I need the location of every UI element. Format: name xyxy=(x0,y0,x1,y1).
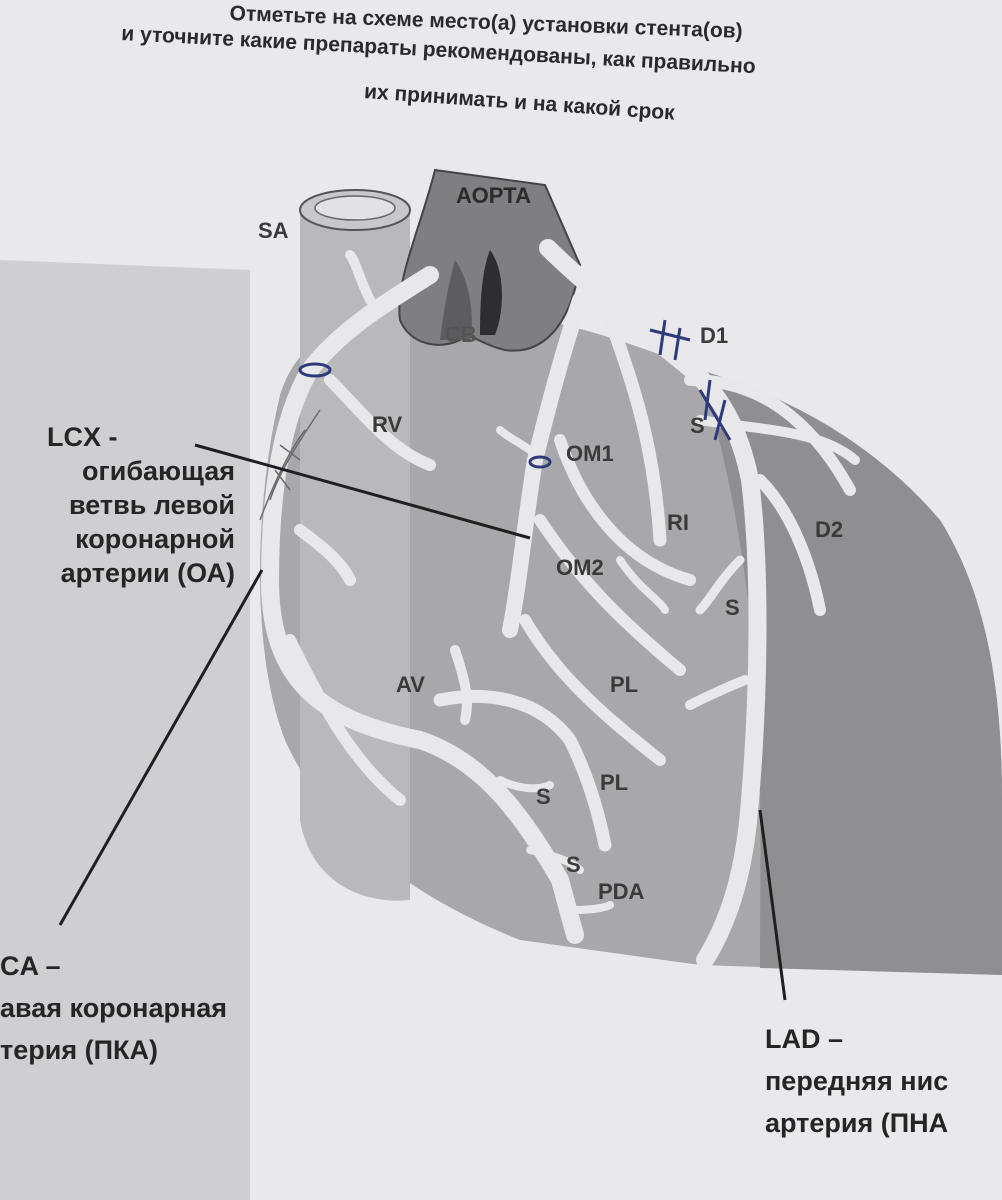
label-d2: D2 xyxy=(815,517,843,543)
label-d1: D1 xyxy=(700,323,728,349)
label-cb: CB xyxy=(445,322,477,348)
label-av: AV xyxy=(396,672,425,698)
callout-rca-line-1: CA – xyxy=(0,945,227,987)
callout-lcx-line-4: коронарной xyxy=(35,522,235,556)
label-sa: SA xyxy=(258,218,289,244)
label-ri: RI xyxy=(667,510,689,536)
label-om1: OM1 xyxy=(566,441,614,467)
callout-lcx-line-3: ветвь левой xyxy=(35,488,235,522)
callout-lad-line-1: LAD – xyxy=(765,1018,948,1060)
callout-lad: LAD – передняя нис артерия (ПНА xyxy=(765,1018,948,1144)
vena-cava-lumen xyxy=(315,196,395,220)
callout-lcx: LCX - огибающая ветвь левой коронарной а… xyxy=(35,420,235,590)
callout-lcx-line-2: огибающая xyxy=(35,454,235,488)
label-s-3: S xyxy=(536,784,551,810)
label-pda: PDA xyxy=(598,879,644,905)
label-s-4: S xyxy=(566,852,581,878)
callout-rca-line-3: терия (ПКА) xyxy=(0,1029,227,1071)
label-rv: RV xyxy=(372,412,402,438)
label-pl-1: PL xyxy=(610,672,638,698)
label-pl-2: PL xyxy=(600,770,628,796)
callout-lad-line-3: артерия (ПНА xyxy=(765,1102,948,1144)
callout-rca: CA – авая коронарная терия (ПКА) xyxy=(0,945,227,1071)
label-s-1: S xyxy=(690,413,705,439)
callout-rca-line-2: авая коронарная xyxy=(0,987,227,1029)
label-aorta: АОРТА xyxy=(456,183,531,209)
callout-lcx-line-5: артерии (ОА) xyxy=(35,556,235,590)
label-s-2: S xyxy=(725,595,740,621)
label-om2: OM2 xyxy=(556,555,604,581)
callout-lcx-line-1: LCX - xyxy=(35,420,235,454)
callout-lad-line-2: передняя нис xyxy=(765,1060,948,1102)
